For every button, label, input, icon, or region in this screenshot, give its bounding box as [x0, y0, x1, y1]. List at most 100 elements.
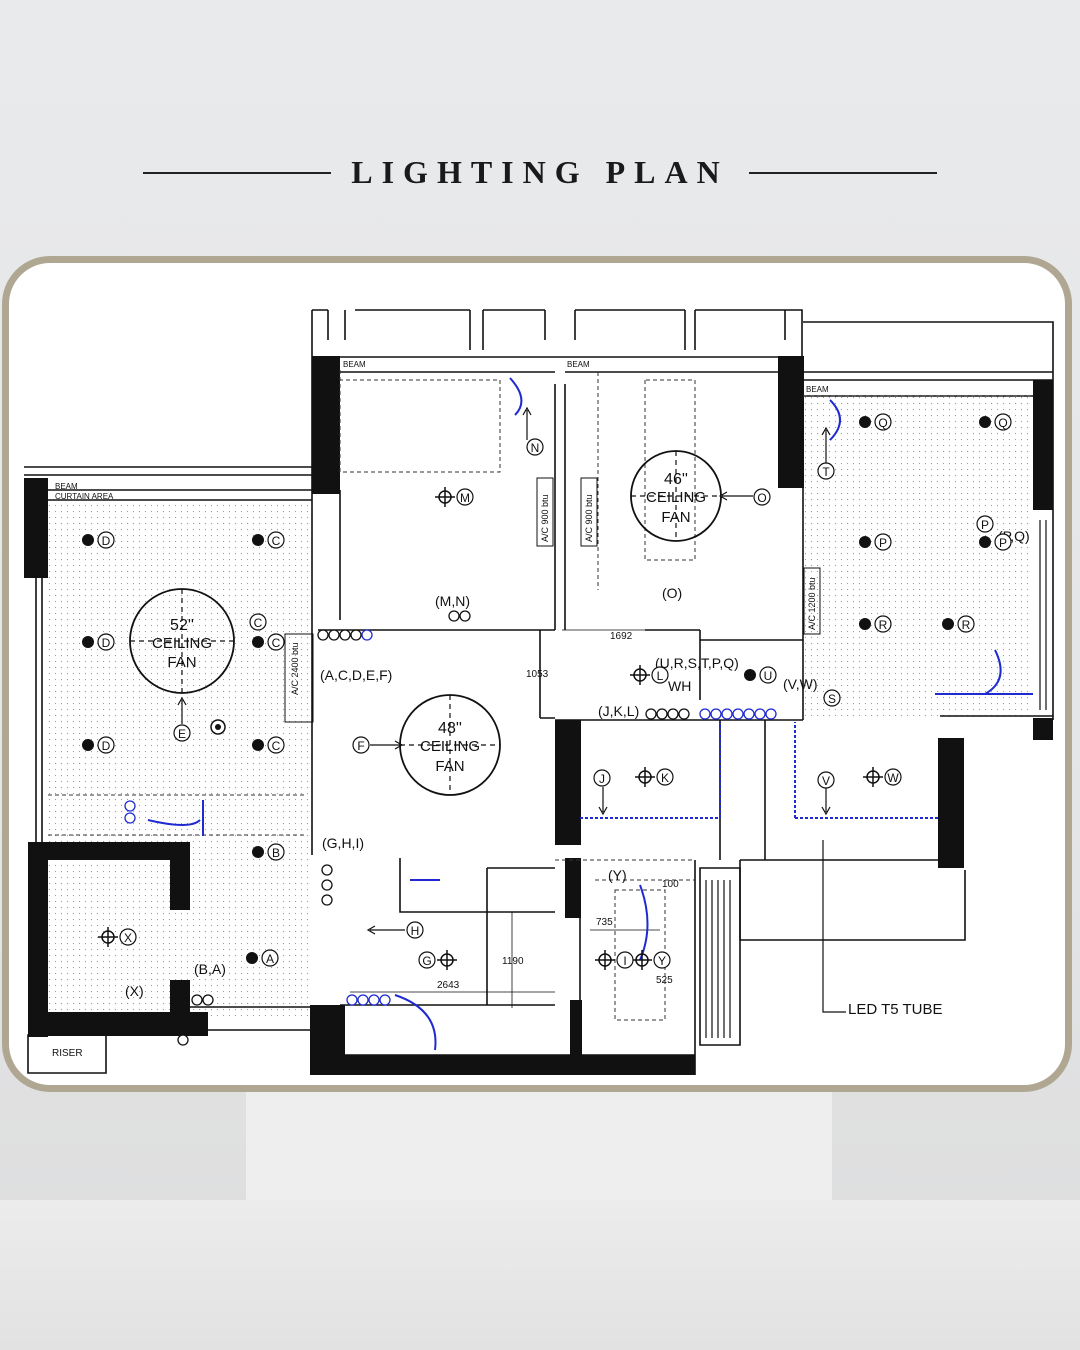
light-tag-e: E: [173, 724, 191, 742]
switch-group-ghi: (G,H,I): [322, 835, 364, 851]
switch-group-y: (Y): [608, 867, 627, 883]
switch-group-jkl: (J,K,L): [598, 703, 639, 719]
fan-52-size: 52'': [170, 617, 194, 634]
light-tag-c: C: [267, 736, 285, 754]
ac-900-label-b: A/C 900 btu: [584, 494, 594, 542]
light-tag-g: G: [418, 951, 436, 969]
light-tag-b: B: [267, 843, 285, 861]
switch-group-labels: (M,N) (O) (A,C,D,E,F) (U,R,S,T,P,Q) (V,W…: [125, 528, 1030, 999]
cross-lights: [98, 487, 883, 970]
dim-2643: 2643: [437, 980, 460, 991]
light-tag-r: R: [874, 615, 892, 633]
ac-units: [284, 477, 821, 723]
light-tag-p: P: [976, 515, 994, 533]
beam-label-1: BEAM: [343, 360, 366, 369]
light-tag-letter: C: [254, 616, 263, 630]
light-tag-letter: W: [887, 771, 899, 785]
switch-group-acdef: (A,C,D,E,F): [320, 667, 392, 683]
wh-label: WH: [668, 678, 691, 694]
crosshair-light: [98, 927, 118, 947]
switch-group-o: (O): [662, 585, 682, 601]
light-tag-c: C: [267, 531, 285, 549]
light-tag-letter: D: [102, 534, 111, 548]
light-tag-n: N: [526, 438, 544, 456]
dot-lights: [82, 416, 991, 964]
downlight-dot: [82, 534, 94, 546]
light-tag-letter: D: [102, 636, 111, 650]
light-tag-letter: H: [411, 924, 420, 938]
fan-46-line1: CEILING: [646, 489, 706, 506]
light-tag-c: C: [267, 633, 285, 651]
riser-label: RISER: [52, 1048, 83, 1059]
light-tag-letter: O: [757, 491, 766, 505]
static-labels: BEAM BEAM BEAM BEAM CURTAIN AREA RISER L…: [52, 360, 942, 1059]
living-ceiling-area: [48, 500, 313, 1020]
fan-48-line2: FAN: [435, 758, 464, 775]
beam-dashed-lines: [48, 370, 1033, 1021]
switch-group-mn: (M,N): [435, 593, 470, 609]
downlight-dot: [979, 416, 991, 428]
light-tag-q: Q: [994, 413, 1012, 431]
wall-blocks: [24, 356, 1053, 1075]
light-tag-letter: P: [981, 518, 989, 532]
light-tag-letter: B: [272, 846, 280, 860]
arrows: [177, 406, 846, 1013]
dim-1692: 1692: [610, 631, 633, 642]
light-tag-letter: L: [657, 669, 664, 683]
light-tag-x: X: [119, 928, 137, 946]
dim-735: 735: [596, 917, 613, 928]
dim-525: 525: [656, 975, 673, 986]
crosshair-light: [435, 487, 455, 507]
downlight-dot: [859, 618, 871, 630]
ac-900-label-a: A/C 900 btu: [540, 494, 550, 542]
light-tag-f: F: [352, 736, 370, 754]
light-tag-m: M: [456, 488, 474, 506]
downlight-dot: [82, 739, 94, 751]
downlight-dot: [252, 739, 264, 751]
downlight-dot: [979, 536, 991, 548]
light-tag-d: D: [97, 633, 115, 651]
light-tag-letter: N: [531, 441, 540, 455]
switch-group-vw: (V,W): [783, 676, 817, 692]
fan-52-line2: FAN: [167, 654, 196, 671]
floor: [0, 1200, 1080, 1350]
title-rule-left: [143, 172, 331, 174]
crosshair-light: [632, 950, 652, 970]
crosshair-light: [595, 950, 615, 970]
light-tag-letter: V: [822, 774, 830, 788]
switch-clusters-blue: [124, 629, 777, 1006]
light-tag-letter: E: [178, 727, 186, 741]
light-tag-letter: U: [764, 669, 773, 683]
title-rule-right: [749, 172, 937, 174]
light-tag-letter: Q: [998, 416, 1007, 430]
downlight-dot: [252, 636, 264, 648]
light-tag-t: T: [817, 462, 835, 480]
downlight-dot: [252, 846, 264, 858]
light-tag-a: A: [261, 949, 279, 967]
dim-100: 100: [662, 879, 679, 890]
fan-46-size: 46'': [664, 471, 688, 488]
beam-label-3: BEAM: [806, 385, 829, 394]
balcony-rails: [705, 520, 1047, 1038]
beam-label-4: BEAM: [55, 482, 78, 491]
light-tag-letter: T: [822, 465, 830, 479]
ac-1200-label: A/C 1200 btu: [807, 577, 817, 630]
crosshair-light: [635, 767, 655, 787]
light-tag-s: S: [823, 689, 841, 707]
light-tag-d: D: [97, 736, 115, 754]
light-tag-c: C: [249, 613, 267, 631]
beam-label-2: BEAM: [567, 360, 590, 369]
light-tag-letter: Y: [658, 954, 666, 968]
light-tag-letter: R: [879, 618, 888, 632]
light-tag-d: D: [97, 531, 115, 549]
light-tag-letter: D: [102, 739, 111, 753]
light-tag-v: V: [817, 771, 835, 789]
switch-group-ba: (B,A): [194, 961, 226, 977]
downlight-dot: [942, 618, 954, 630]
crosshair-light: [437, 950, 457, 970]
light-tag-letter: P: [879, 536, 887, 550]
fan-48-line1: CEILING: [420, 738, 480, 755]
light-tag-letter: R: [962, 618, 971, 632]
light-tag-letter: K: [661, 771, 669, 785]
light-tag-letter: C: [272, 739, 281, 753]
